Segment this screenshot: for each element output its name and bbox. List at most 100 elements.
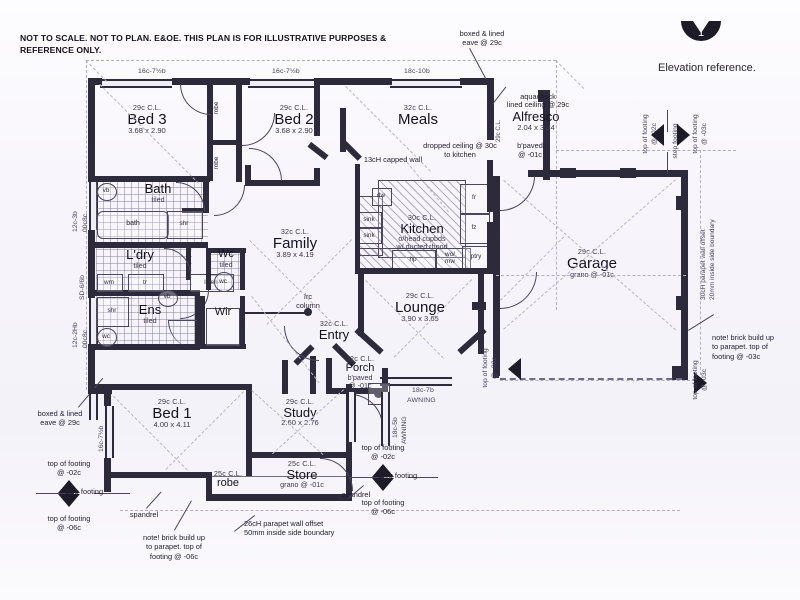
- wall-garage-left-nib3: [493, 362, 499, 378]
- freezer-label: fz: [471, 224, 477, 231]
- freezer-icon: [460, 214, 490, 244]
- window-code-top-1: 16c-7½b: [138, 68, 166, 75]
- room-bed1-robe: 25c C.L. robe: [180, 470, 276, 489]
- room-bed1-name: Bed 1: [152, 404, 192, 422]
- room-bed1: 29c C.L. Bed 1 4.00 x 4.11: [120, 398, 224, 429]
- room-wir-name: Wir: [214, 306, 232, 318]
- window-bottom-left: [89, 394, 98, 420]
- wir-shelf-icon: [206, 308, 240, 346]
- room-family: 32c C.L. Family 3.89 x 4.19: [248, 228, 342, 259]
- room-bed3: 29c C.L. Bed 3 3.68 x 2.90: [92, 104, 202, 135]
- wall-wc-top: [206, 248, 246, 253]
- room-bed1-dim: 4.00 x 4.11: [153, 420, 191, 430]
- alfresco-ceiling-note-1: aquacheck: [520, 92, 556, 101]
- window-top-3: [390, 79, 462, 88]
- window-code-top-3: 18c-10b: [404, 68, 430, 75]
- room-garage-sub: grano @ -01c: [570, 270, 614, 280]
- shower-label-ens: shr: [107, 307, 117, 314]
- footing-right-lower-arrow: [694, 372, 707, 394]
- room-lounge-ceiling: 29c C.L.: [405, 291, 435, 300]
- room-ldry: L'dry tiled: [100, 248, 180, 269]
- sink-label-2: sink: [363, 232, 375, 239]
- exterior-wall-left-lower: [88, 344, 95, 388]
- window-porch-right: [381, 392, 390, 446]
- wall-bed1-bottom: [104, 472, 212, 478]
- wall-bed2-bottom: [236, 176, 242, 182]
- window-top-1: [100, 79, 172, 88]
- window-code-left-1: 12c-3b: [72, 211, 79, 232]
- exterior-wall-left-upper: [88, 78, 95, 178]
- exterior-wall-left-step: [88, 384, 110, 391]
- brick-note-left: note! brick build up to parapet. top of …: [142, 533, 206, 561]
- window-top-2: [248, 79, 320, 88]
- wall-garage-left: [493, 176, 500, 376]
- footing-lounge-label: top of footing @ -02c: [482, 348, 498, 388]
- footing-bottom-down-arrow: [372, 478, 394, 491]
- room-bed2: 29c C.L. Bed 2 3.68 x 2.90: [246, 104, 342, 135]
- alfresco-paving-note-1: b'paved: [517, 141, 543, 150]
- boxed-eave-note-left: boxed & lined eave @ 29c: [37, 409, 83, 428]
- awning-side-code: 18c-5b: [392, 417, 399, 438]
- toilet-icon-ens: [97, 328, 117, 347]
- window-lounge-bottom: [380, 377, 452, 386]
- footing-bottom-bottom-label: top of footing @ -06c: [361, 498, 405, 517]
- spandrel-label-1: spandrel: [129, 510, 159, 519]
- washing-machine-icon: [97, 274, 123, 292]
- room-bed2-ceiling: 29c C.L.: [279, 103, 309, 112]
- room-study-name: Study: [283, 404, 317, 420]
- wall-wir-right: [240, 296, 245, 348]
- room-porch: 32c C.L. Porch b'paved @ -01c: [330, 355, 390, 389]
- room-garage-ceiling: 29c C.L.: [577, 247, 607, 256]
- wall-robe-bottom: [206, 494, 352, 501]
- alfresco-ceiling-side: 29c C.L.: [496, 119, 502, 142]
- room-entry-ceiling: 32c C.L.: [319, 319, 349, 328]
- room-wc-sub: tiled: [219, 259, 233, 269]
- wall-kitchen-meals-left: [355, 164, 360, 270]
- sink-label-1: sink: [363, 216, 375, 223]
- room-store-sub: grano @ -01c: [280, 480, 324, 490]
- room-bed3-name: Bed 3: [127, 110, 167, 128]
- wall-ens-bottom: [88, 344, 200, 350]
- disclaimer-text: NOT TO SCALE. NOT TO PLAN. E&OE. THIS PL…: [20, 33, 387, 55]
- toilet-label-ens: wc: [102, 333, 110, 340]
- exterior-wall-top-b: [172, 78, 250, 85]
- room-porch-ceiling: 32c C.L.: [345, 354, 375, 363]
- exterior-wall-alfresco-col: [543, 90, 550, 180]
- brick-note-right: note! brick build up to parapet. top of …: [712, 333, 775, 361]
- wall-bed3-bottom: [88, 176, 210, 182]
- wall-bed2-right: [314, 168, 320, 186]
- shower-label-bath: shr: [179, 220, 189, 227]
- wall-garage-right-nib2: [676, 296, 682, 310]
- lounge-window-code: 18c-7b: [412, 387, 434, 394]
- hotplate-label: hp: [409, 256, 417, 263]
- room-store-ceiling: 25c C.L.: [287, 459, 317, 468]
- wall-kitchen-bottom: [355, 268, 495, 274]
- lounge-awning-label: AWNING: [407, 397, 436, 404]
- exterior-wall-left-bed1: [104, 384, 111, 406]
- vb-label-ens: vb: [163, 293, 171, 300]
- exterior-wall-left-mid: [88, 230, 95, 298]
- dropped-ceiling-note: dropped ceiling @ 30c to kitchen: [423, 141, 497, 160]
- room-bath-name: Bath: [144, 181, 172, 196]
- porch-column-dot: [374, 389, 383, 398]
- room-wc-name: Wc: [218, 248, 234, 260]
- exterior-wall-top-d: [460, 78, 494, 85]
- wall-entry-left: [310, 356, 316, 394]
- wall-bed2-bottom-c: [245, 180, 315, 186]
- room-study-dim: 2.60 x 2.76: [281, 418, 319, 428]
- setout-line-top: [86, 60, 556, 61]
- exterior-wall-top-c: [318, 78, 392, 85]
- frc-column-dot: [304, 308, 312, 316]
- wall-wir-bottom: [200, 344, 246, 349]
- room-store: 25c C.L. Store grano @ -01c: [254, 460, 350, 489]
- window-left-1: [89, 178, 98, 230]
- shower-icon-ens: [97, 297, 129, 327]
- vb-icon-ens: [158, 290, 178, 307]
- wall-bath-bottom: [88, 242, 208, 248]
- wall-bed2-bottom-b: [245, 165, 251, 185]
- alfresco-paving-note-2: @ -01c: [518, 150, 542, 159]
- room-alfresco-dim: 2.04 x 3.24: [517, 122, 555, 132]
- room-alfresco-name: Alfresco: [512, 109, 560, 124]
- wall-meals-left-col: [340, 108, 346, 152]
